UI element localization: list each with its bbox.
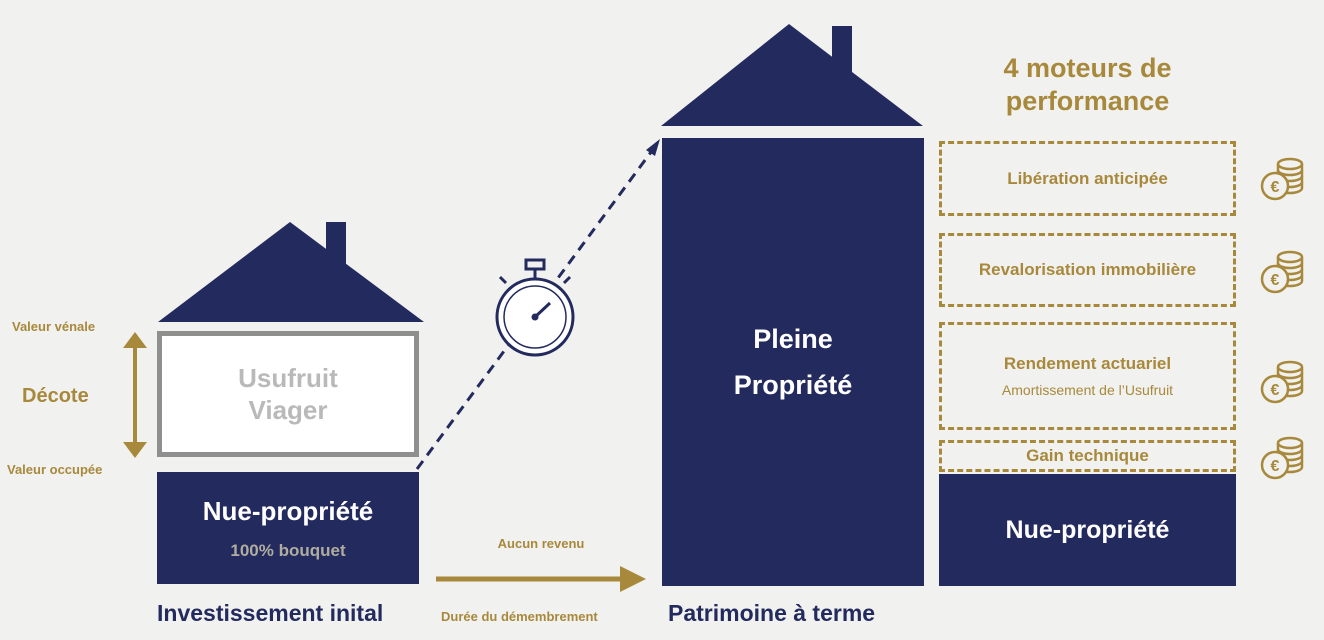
svg-text:€: € [1271,458,1280,475]
valeur-venale-label: Valeur vénale [12,319,95,334]
usufruit-label-2: Viager [248,394,327,426]
euro-coins-icon: € [1258,358,1306,406]
moteur-box-liberation: Libération anticipée [939,141,1236,216]
euro-coins-icon: € [1258,248,1306,296]
svg-text:€: € [1271,272,1280,289]
valeur-occupee-label: Valeur occupée [7,462,102,477]
moteur-label: Rendement actuariel [1004,354,1171,374]
moteur-label: Revalorisation immobilière [979,260,1196,280]
left-nue-propriete-block: Nue-propriété 100% bouquet [157,472,419,584]
moteur-box-revalorisation: Revalorisation immobilière [939,233,1236,307]
performance-title-2: performance [940,85,1235,118]
stopwatch-icon [490,255,582,360]
left-nue-propriete-label: Nue-propriété [203,496,373,527]
performance-title-1: 4 moteurs de [940,52,1235,85]
right-nue-propriete-label: Nue-propriété [1006,516,1170,545]
duree-label: Durée du démembrement [441,609,598,624]
center-house-roof [655,20,930,132]
right-nue-propriete-block: Nue-propriété [939,474,1236,586]
bouquet-label: 100% bouquet [230,541,345,561]
usufruit-box: Usufruit Viager [157,331,419,457]
aucun-revenu-label: Aucun revenu [436,536,646,551]
moteur-box-rendement: Rendement actuariel Amortissement de l’U… [939,322,1236,430]
pleine-propriete-block: Pleine Propriété [662,138,924,586]
performance-title: 4 moteurs de performance [940,52,1235,118]
svg-text:€: € [1271,382,1280,399]
euro-coins-icon: € [1258,434,1306,482]
svg-text:€: € [1271,179,1280,196]
usufruit-label-1: Usufruit [238,362,338,394]
pleine-label-1: Pleine [662,316,924,362]
center-caption: Patrimoine à terme [668,600,875,627]
decote-label: Décote [22,385,89,408]
euro-coins-icon: € [1258,155,1306,203]
pleine-label-2: Propriété [662,362,924,408]
moteur-sublabel: Amortissement de l’Usufruit [1002,382,1173,398]
moteur-label: Gain technique [1026,446,1149,466]
left-house-roof [150,218,430,326]
moteur-label: Libération anticipée [1007,169,1168,189]
decote-double-arrow [120,330,150,460]
duration-arrow [436,564,648,594]
left-caption: Investissement inital [157,600,419,627]
moteur-box-gain-technique: Gain technique [939,440,1236,472]
